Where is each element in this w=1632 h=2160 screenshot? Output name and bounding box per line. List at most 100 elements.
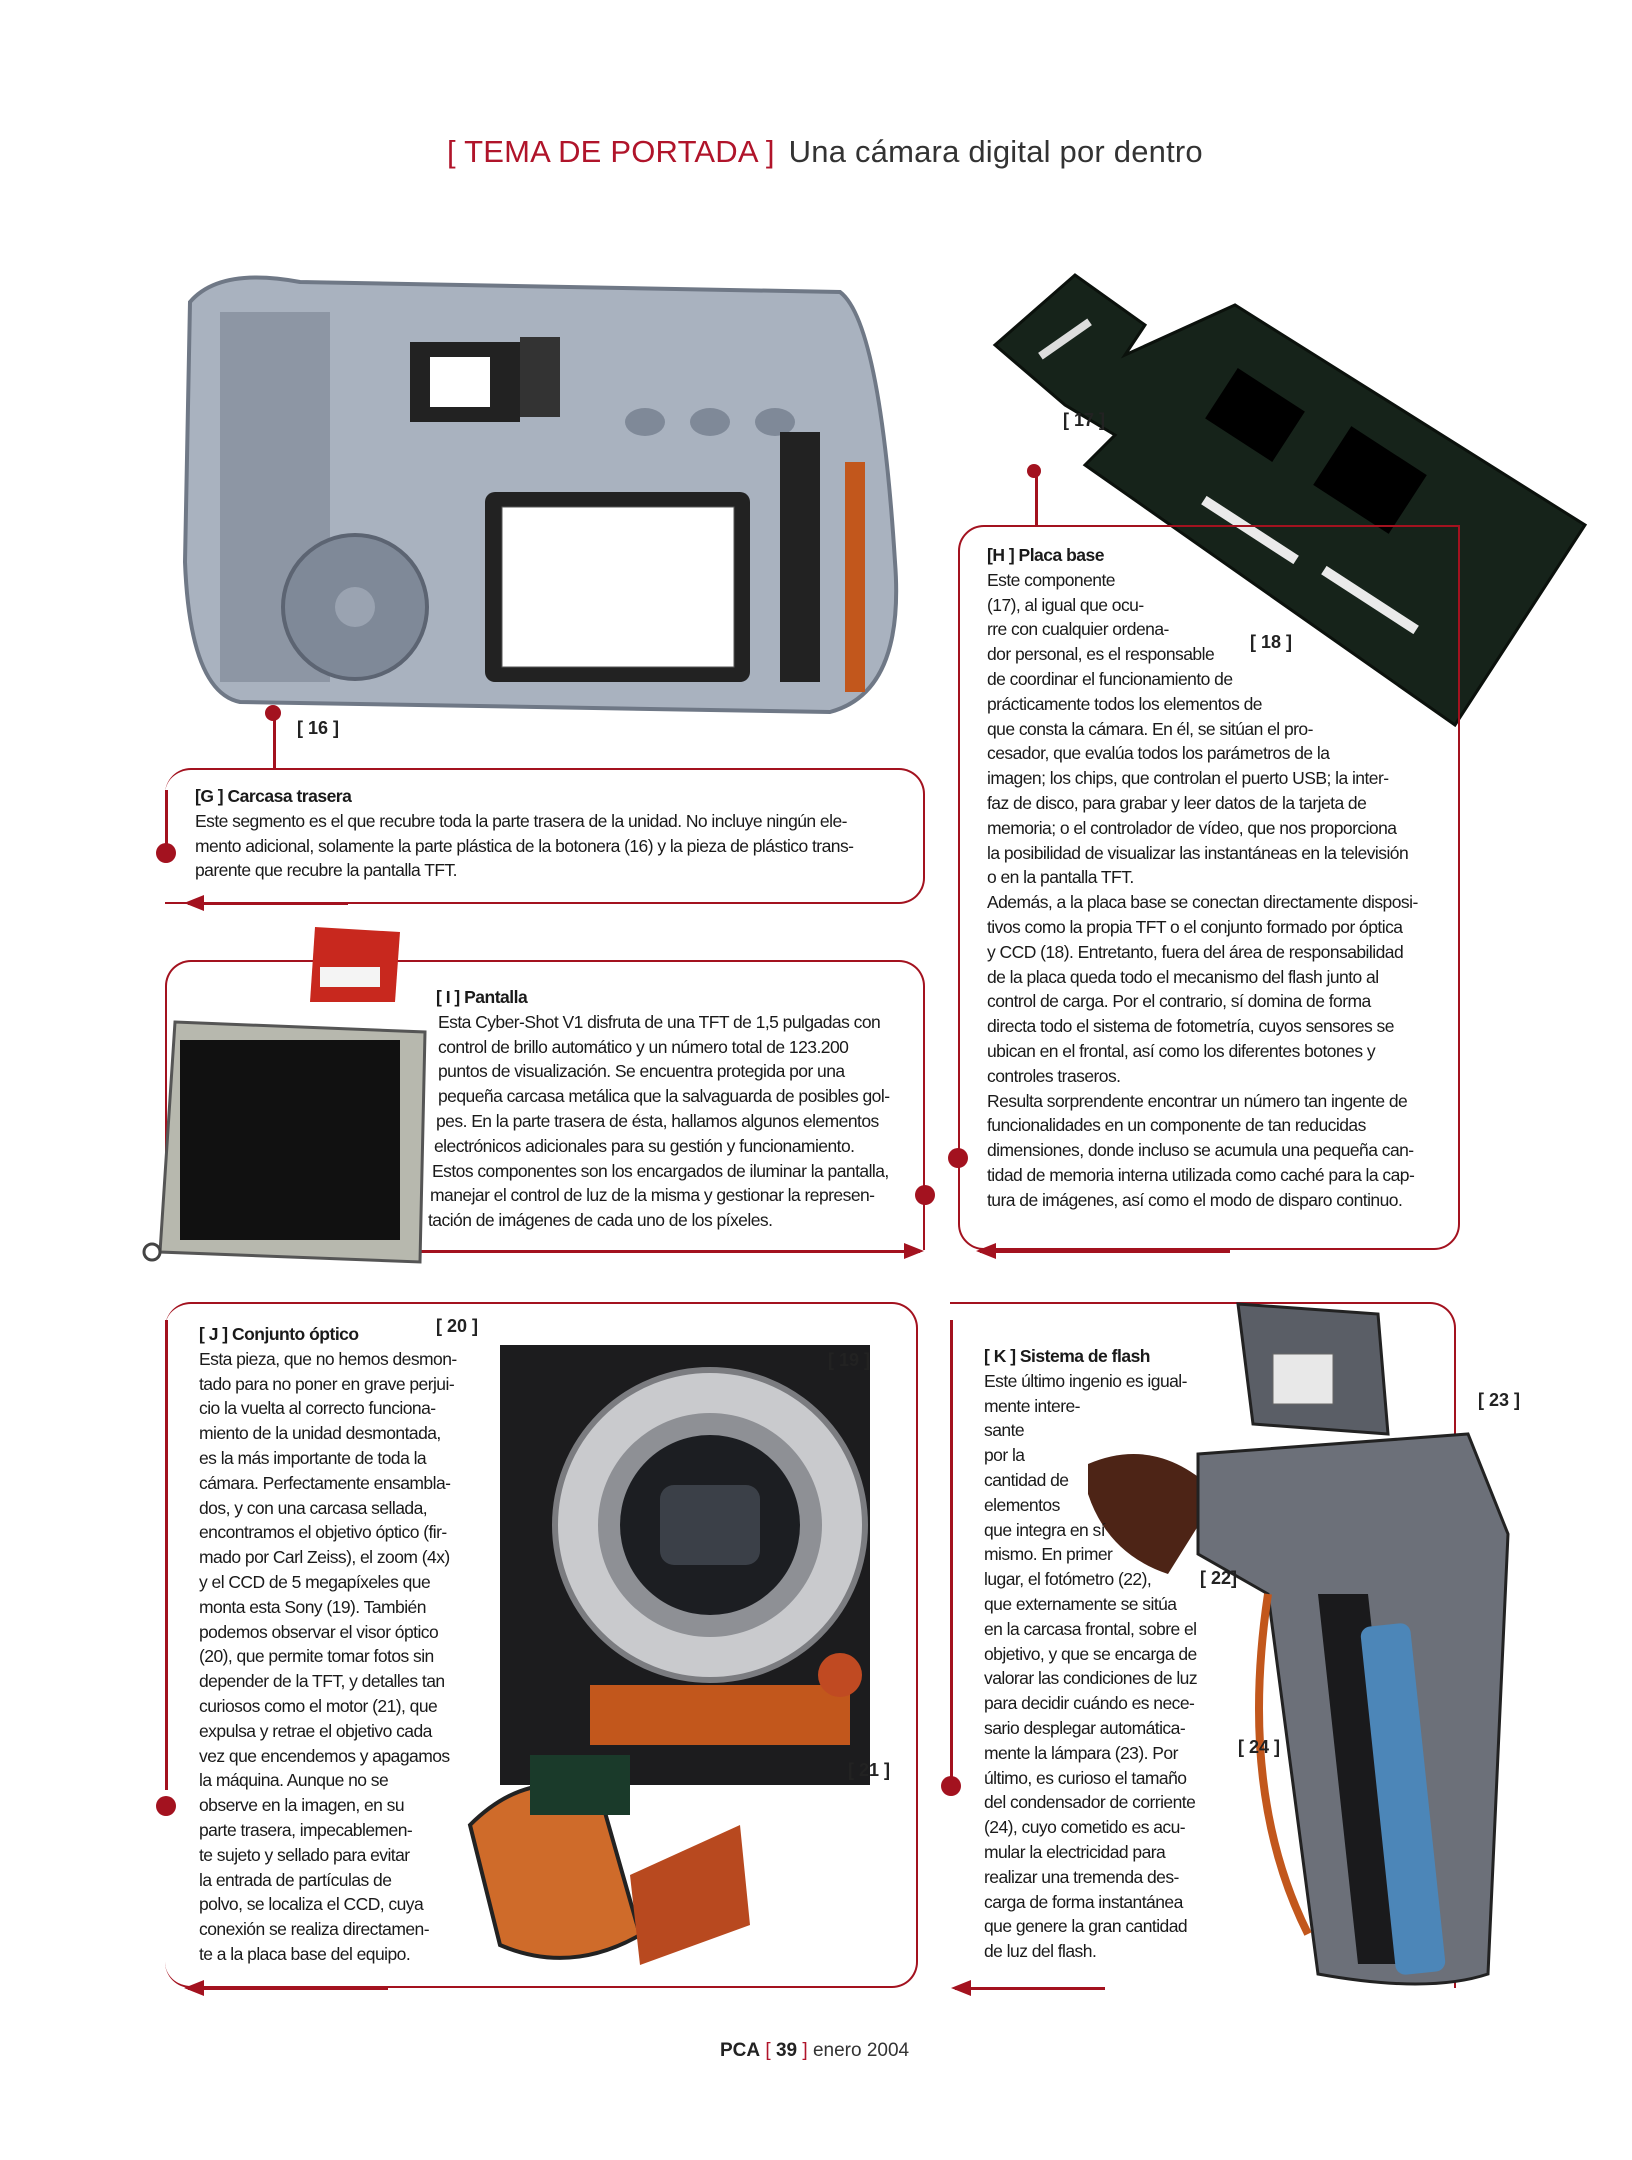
section-h-dot <box>948 1148 968 1168</box>
text-line: es la más importante de toda la <box>199 1447 427 1468</box>
text-line: la entrada de partículas de <box>199 1869 392 1890</box>
text-line: de luz del flash. <box>984 1941 1097 1962</box>
text-line: la posibilidad de visualizar las instant… <box>987 842 1409 863</box>
text-line: mado por Carl Zeiss), el zoom (4x) <box>199 1547 450 1568</box>
text-line: directa todo el sistema de fotometría, c… <box>987 1016 1394 1037</box>
callout-23: [ 23 ] <box>1478 1390 1521 1410</box>
text-line: mento adicional, solamente la parte plás… <box>195 835 854 856</box>
text-line: lugar, el fotómetro (22), <box>984 1569 1152 1590</box>
text-line: y CCD (18). Entretanto, fuera del área d… <box>987 941 1404 962</box>
text-line: pequeña carcasa metálica que la salvagua… <box>438 1086 890 1107</box>
text-line: funcionalidades en un componente de tan … <box>987 1115 1366 1136</box>
magazine-name: PCA <box>720 2040 761 2061</box>
text-line: Estos componentes son los encargados de … <box>432 1160 889 1181</box>
flash-system-photo <box>1068 1294 1538 1996</box>
text-line: para decidir cuándo es nece- <box>984 1693 1195 1714</box>
text-line: valorar las condiciones de luz <box>984 1668 1198 1689</box>
text-line: que integra en sí <box>984 1519 1106 1540</box>
text-line: dos, y con una carcasa sellada, <box>199 1497 428 1518</box>
text-line: electrónicos adicionales para su gestión… <box>434 1135 855 1156</box>
text-line: puntos de visualización. Se encuentra pr… <box>438 1061 845 1082</box>
section-g-dot <box>156 843 176 863</box>
section-j-frame <box>165 1302 918 1988</box>
callout-19: [ 19 ] <box>828 1350 871 1370</box>
section-i-arrow <box>415 1244 924 1258</box>
text-line: parte trasera, impecablemen- <box>199 1819 413 1840</box>
text-line: o en la pantalla TFT. <box>987 867 1134 888</box>
text-line: observe en la imagen, en su <box>199 1795 405 1816</box>
text-line: polvo, se localiza el CCD, cuya <box>199 1894 424 1915</box>
text-line: conexión se realiza directamen- <box>199 1919 430 1940</box>
text-line: tidad de memoria interna utilizada como … <box>987 1164 1415 1185</box>
text-line: Este segmento es el que recubre toda la … <box>195 810 847 831</box>
text-line: en la carcasa frontal, sobre el <box>984 1618 1197 1639</box>
text-line: que externamente se sitúa <box>984 1593 1177 1614</box>
text-line: realizar una tremenda des- <box>984 1866 1179 1887</box>
text-line: podemos observar el visor óptico <box>199 1621 439 1642</box>
page-title: [ TEMA DE PORTADA ]Una cámara digital po… <box>447 134 1203 170</box>
text-line: Resulta sorprendente encontrar un número… <box>987 1090 1408 1111</box>
section-g-line <box>165 790 168 850</box>
text-line: manejar el control de luz de la misma y … <box>430 1185 875 1206</box>
text-line: carga de forma instantánea <box>984 1891 1183 1912</box>
motherboard-photo <box>985 265 1595 730</box>
callout-line-16 <box>273 715 276 770</box>
text-line: dor personal, es el responsable <box>987 644 1215 665</box>
section-j-line <box>165 1320 168 1790</box>
section-label: [ TEMA DE PORTADA ] <box>447 134 775 169</box>
section-g-frame <box>165 768 925 904</box>
text-line: miento de la unidad desmontada, <box>199 1423 441 1444</box>
text-line: faz de disco, para grabar y leer datos d… <box>987 792 1367 813</box>
bracket-open: [ <box>765 2040 771 2061</box>
text-line: mente la lámpara (23). Por <box>984 1742 1178 1763</box>
callout-22: [ 22] <box>1200 1568 1238 1588</box>
text-line: y el CCD de 5 megapíxeles que <box>199 1571 431 1592</box>
text-line: vez que encendemos y apagamos <box>199 1745 450 1766</box>
section-i-dot <box>915 1185 935 1205</box>
text-line: memoria; o el controlador de vídeo, que … <box>987 817 1397 838</box>
text-line: depender de la TFT, y detalles tan <box>199 1671 445 1692</box>
text-line: elementos <box>984 1494 1060 1515</box>
rear-housing-photo <box>180 262 910 724</box>
tft-screen-photo <box>140 922 430 1267</box>
text-line: de la placa queda todo el mecanismo del … <box>987 966 1379 987</box>
text-line: objetivo, y que se encarga de <box>984 1643 1197 1664</box>
text-line: pes. En la parte trasera de ésta, hallam… <box>436 1110 879 1131</box>
text-line: curiosos como el motor (21), que <box>199 1695 438 1716</box>
callout-17: [ 17 ] <box>1063 410 1106 430</box>
text-line: la máquina. Aunque no se <box>199 1770 389 1791</box>
text-line: por la <box>984 1445 1025 1466</box>
text-line: tación de imágenes de cada uno de los pí… <box>428 1210 773 1231</box>
text-line: controles traseros. <box>987 1065 1121 1086</box>
callout-line-17 <box>1035 470 1038 527</box>
callout-21: [ 21 ] <box>848 1760 891 1780</box>
text-line: ubican en el frontal, así como los difer… <box>987 1040 1376 1061</box>
text-line: dimensiones, donde incluso se acumula un… <box>987 1140 1414 1161</box>
text-line: control de carga. Por el contrario, sí d… <box>987 991 1371 1012</box>
text-line: Este último ingenio es igual- <box>984 1370 1187 1391</box>
section-j-dot <box>156 1796 176 1816</box>
text-line: sante <box>984 1420 1025 1441</box>
callout-24: [ 24 ] <box>1238 1737 1281 1757</box>
text-line: Además, a la placa base se conectan dire… <box>987 892 1418 913</box>
text-line: Este componente <box>987 569 1116 590</box>
section-h-frame <box>958 525 1460 1250</box>
text-line: de coordinar el funcionamiento de <box>987 668 1233 689</box>
section-heading: [H ] Placa base <box>987 545 1104 565</box>
text-line: te sujeto y sellado para evitar <box>199 1844 410 1865</box>
callout-16: [ 16 ] <box>297 718 340 738</box>
section-k-line <box>950 1320 953 1780</box>
text-line: expulsa y retrae el objetivo cada <box>199 1720 432 1741</box>
text-line: cámara. Perfectamente ensambla- <box>199 1472 451 1493</box>
section-h-arrow <box>976 1244 1230 1258</box>
text-line: prácticamente todos los elementos de <box>987 693 1263 714</box>
section-heading: [ J ] Conjunto óptico <box>199 1324 359 1344</box>
text-line: que consta la cámara. En él, se sitúan e… <box>987 718 1313 739</box>
text-line: tado para no poner en grave perjui- <box>199 1373 455 1394</box>
text-line: parente que recubre la pantalla TFT. <box>195 860 458 881</box>
text-line: (17), al igual que ocu- <box>987 594 1144 615</box>
section-k-dot <box>941 1776 961 1796</box>
text-line: cio la vuelta al correcto funciona- <box>199 1398 436 1419</box>
